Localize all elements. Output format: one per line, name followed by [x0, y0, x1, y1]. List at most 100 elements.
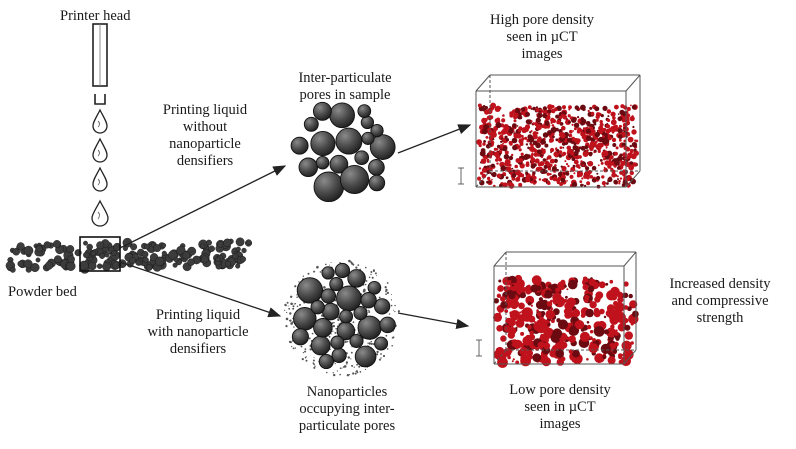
pore [527, 301, 532, 306]
pore [630, 322, 634, 326]
powder-particle [23, 245, 34, 256]
pore [529, 146, 535, 152]
pore [600, 114, 604, 118]
pore [567, 120, 571, 124]
ct-box-edge [623, 251, 637, 267]
powder-particle [102, 262, 112, 272]
pore [614, 124, 618, 129]
pore [599, 159, 603, 162]
particle [334, 262, 351, 279]
pore [513, 119, 517, 123]
pore [622, 349, 634, 360]
pore [582, 164, 585, 167]
pore [600, 161, 604, 165]
nanoparticle [294, 303, 297, 305]
pore [512, 123, 517, 128]
pore [632, 310, 639, 318]
pore [563, 138, 569, 143]
nanoparticle [292, 347, 295, 350]
pore [550, 319, 555, 323]
pore [569, 116, 573, 120]
nanoparticle [290, 341, 292, 344]
scale-bar-top [458, 167, 464, 185]
pore [570, 117, 577, 123]
pore [516, 125, 519, 127]
particle [290, 136, 309, 155]
pore [594, 296, 601, 303]
pore [577, 116, 580, 119]
pore [616, 304, 623, 311]
pore [552, 297, 561, 305]
pore [525, 171, 529, 175]
pore [630, 341, 634, 345]
pore [543, 342, 551, 350]
pore [580, 104, 586, 111]
pore [495, 158, 499, 162]
arrow-to-top-ct [397, 124, 472, 154]
pore [578, 155, 582, 159]
pore [497, 131, 502, 135]
pore [607, 356, 616, 365]
pore [495, 346, 505, 356]
pore [502, 128, 506, 132]
nanoparticle [308, 337, 311, 340]
sample-with-nanoparticles [284, 259, 400, 377]
pore [527, 105, 532, 110]
ct-box-edge [493, 251, 507, 267]
pore [586, 181, 591, 186]
pore [594, 140, 598, 144]
pore [587, 160, 594, 167]
pore [486, 180, 489, 184]
nanoparticle [358, 365, 361, 368]
pore [493, 312, 502, 322]
nanoparticle [289, 312, 292, 315]
pore [481, 128, 488, 135]
pore [507, 181, 513, 187]
pore [552, 176, 558, 182]
pore [573, 159, 579, 165]
pore [507, 355, 511, 360]
pore [616, 175, 619, 178]
pore [620, 104, 625, 109]
pore [629, 170, 634, 176]
pore [603, 329, 610, 335]
nanoparticle [290, 302, 293, 306]
nanoparticle [365, 280, 368, 282]
pore [567, 114, 571, 118]
pore [546, 180, 549, 183]
powder-particle [12, 247, 21, 256]
ct-image-low-pore-density [493, 251, 639, 368]
pore [525, 112, 530, 117]
nanoparticle [391, 345, 394, 347]
nanoparticle [350, 351, 353, 354]
pore [487, 142, 492, 147]
pore [497, 285, 504, 292]
pore [579, 331, 590, 342]
nanoparticle [339, 373, 341, 376]
pore [602, 150, 609, 157]
particle [329, 154, 349, 174]
pore [572, 349, 580, 358]
pore [540, 111, 543, 114]
nanoparticle [350, 358, 352, 360]
ct-image-high-pore-density [475, 74, 641, 189]
nanoparticle [355, 266, 358, 269]
pore [569, 129, 573, 134]
powder-particle [168, 250, 178, 260]
particle [298, 157, 319, 178]
pore [613, 125, 616, 127]
pore [580, 131, 585, 137]
nanoparticle [344, 340, 347, 343]
pore [551, 166, 557, 171]
pore [623, 281, 629, 287]
nanoparticle [313, 270, 316, 273]
pore [550, 127, 557, 133]
nanoparticle [304, 356, 307, 359]
pore [607, 115, 610, 118]
pore [586, 123, 590, 127]
pore [605, 146, 608, 149]
pore [537, 112, 543, 119]
nanoparticle [367, 342, 369, 344]
pore [541, 290, 546, 295]
